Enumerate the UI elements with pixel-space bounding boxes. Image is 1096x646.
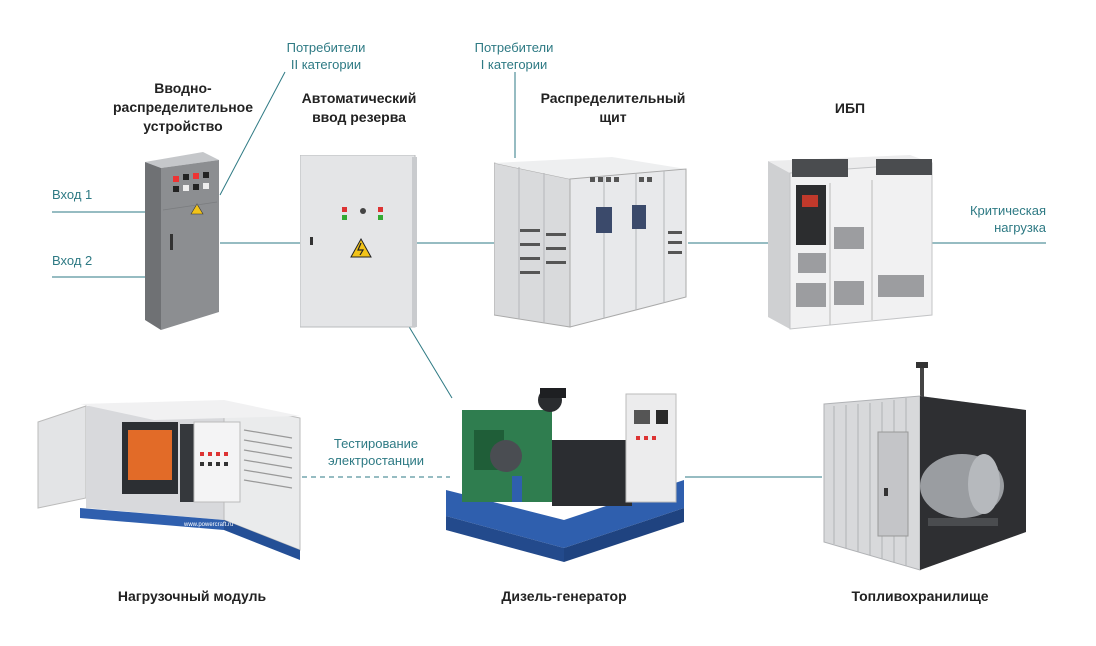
ups-cabinet-icon (768, 155, 934, 331)
consumers-cat2-label: Потребители II категории (286, 40, 366, 72)
load-bank-icon: www.powercraft.ru (34, 400, 306, 570)
testing-label: Тестирование электростанции (327, 436, 425, 468)
load-module-site-text: www.powercraft.ru (183, 522, 233, 528)
input-switchgear-title: Вводно- распределительное устройство (112, 80, 254, 134)
consumers-cat1-label: Потребители I категории (474, 40, 554, 72)
distribution-board-icon (494, 155, 689, 330)
fuel-tank-container-icon (820, 360, 1030, 572)
ats-title: Автоматический ввод резерва (301, 90, 417, 125)
load-module-title: Нагрузочный модуль (117, 588, 267, 604)
ups-title: ИБП (834, 100, 866, 116)
fuel-storage-title: Топливохранилище (851, 588, 989, 604)
diesel-generator-title: Дизель-генератор (501, 588, 627, 604)
cat2-consumers-line (219, 71, 286, 196)
ats-cabinet-icon (300, 155, 418, 330)
critical-load-label: Критическая нагрузка (969, 203, 1046, 235)
diesel-generator-icon (440, 380, 688, 570)
switchgear-cabinet-icon (143, 150, 223, 332)
input1-label: Вход 1 (52, 187, 93, 202)
distribution-board-title: Распределительный щит (540, 90, 686, 125)
input2-label: Вход 2 (52, 253, 93, 268)
ats-generator-line (407, 324, 453, 399)
